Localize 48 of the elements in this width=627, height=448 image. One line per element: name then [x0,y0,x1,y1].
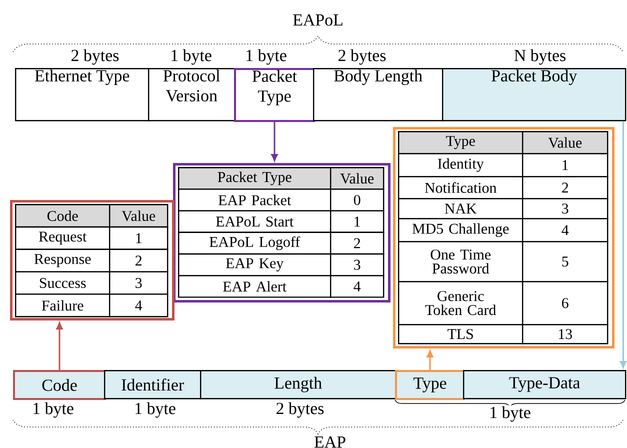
table-cell: TLS [398,324,524,344]
table-cell: Response [15,248,110,272]
byte-size-label: 1 byte [488,405,532,423]
header-cell: Code [15,204,110,228]
table-cell: 0 [330,188,384,212]
arrow [426,350,434,370]
table-cell: 4 [109,294,168,318]
field-box: Code [13,370,106,400]
byte-size-label: 1 byte [244,48,288,66]
table-cell: 1 [330,210,384,233]
field-box: Packet Body [442,68,626,122]
section-label: EAPoL [292,13,344,27]
table-cell: 5 [522,241,608,282]
table-cell: 3 [109,271,168,295]
field-box: Body Length [313,68,444,122]
table-cell: 2 [522,176,608,200]
table-cell: 4 [330,274,384,298]
header-cell: Value [330,167,384,190]
byte-size-label: 2 bytes [274,401,326,419]
table-cell: Request [15,226,110,250]
table-cell: 3 [522,198,608,220]
table-cell: Failure [15,294,110,318]
section-label: EAP [313,435,347,448]
header-cell: Type [398,131,524,154]
table-cell: 4 [522,218,608,242]
field-box: Type [395,370,465,400]
arrow [271,122,278,162]
arrow [56,322,63,370]
field-box: Packet Type [234,68,315,122]
field-box: Ethernet Type [15,68,150,122]
byte-size-label: N bytes [512,48,568,66]
table-cell: Success [15,271,110,295]
byte-size-label: 1 byte [31,401,75,419]
table-cell: 13 [522,324,608,344]
table-cell: 3 [330,253,384,276]
arrow [620,121,627,368]
byte-size-label: 2 bytes [70,48,120,66]
table-cell: 2 [330,232,384,255]
header-cell: Value [522,131,608,154]
byte-size-label: 2 bytes [336,48,388,66]
table-cell: 2 [109,248,168,272]
byte-size-label: 1 byte [133,401,177,419]
table-cell: 1 [109,226,168,250]
byte-size-label: 1 byte [169,48,213,66]
table-cell: 1 [522,153,608,178]
header-cell: Value [109,204,168,228]
field-box: Protocol Version [148,68,236,122]
field-box: Identifier [104,370,202,400]
